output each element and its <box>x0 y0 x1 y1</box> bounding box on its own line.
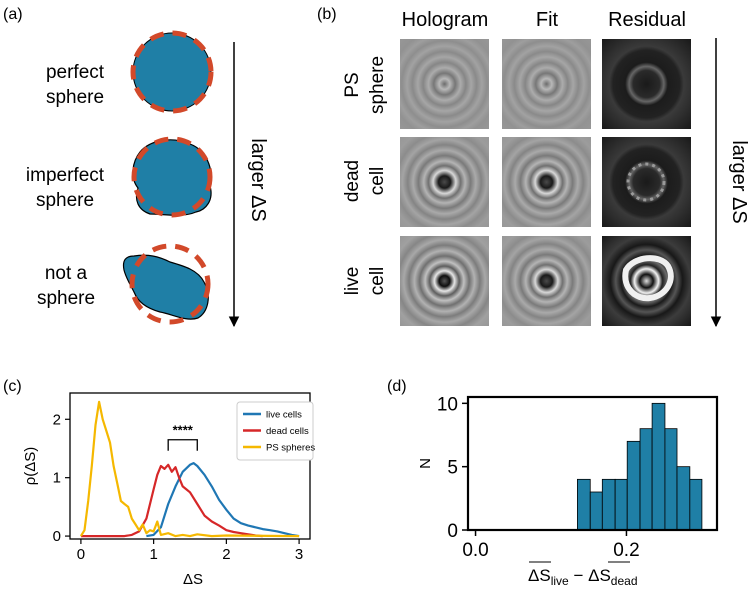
plot-frame-d <box>466 395 719 532</box>
histogram-bar <box>577 478 591 531</box>
row-a2-line1: imperfect <box>26 165 105 186</box>
row-b1-line2: sphere <box>367 56 388 114</box>
column-header-hologram: Hologram <box>402 9 489 31</box>
histogram-bar <box>651 402 666 531</box>
significance-bracket <box>167 439 198 451</box>
significance-label: **** <box>173 423 194 438</box>
not-a-sphere-shape <box>122 243 211 325</box>
fit-live-cell-image <box>502 236 591 326</box>
x-tick-label: 0.0 <box>462 540 488 561</box>
legend-box <box>236 401 314 461</box>
row-b1-line1: PS <box>342 72 363 97</box>
x-tick-label: 0.2 <box>613 540 639 561</box>
y-tick-label: 10 <box>437 394 458 415</box>
panel-a-arrow-label: larger ΔS <box>247 138 269 221</box>
histogram-bar <box>676 466 691 531</box>
row-b2-line2: cell <box>367 167 388 196</box>
histogram-bar <box>664 428 678 531</box>
x-tick-label: 1 <box>149 546 157 563</box>
row-a2-line2: sphere <box>36 190 94 211</box>
hologram-live-cell-image <box>400 236 489 326</box>
x-tick-label: 3 <box>295 546 303 563</box>
row-a1-line1: perfect <box>46 62 105 83</box>
residual-ps-sphere-image <box>602 39 691 129</box>
row-a3-line2: sphere <box>37 288 95 309</box>
x-axis-label: ΔSlive − ΔSdead <box>528 566 638 588</box>
row-b3-line1: live <box>342 267 363 296</box>
hologram-ps-sphere-image <box>400 39 489 129</box>
y-axis-label: N <box>417 458 434 469</box>
x-tick-label: 0 <box>77 546 85 563</box>
panel-d-label: (d) <box>387 378 407 395</box>
histogram-bar <box>639 428 653 531</box>
plot-frame-c <box>69 392 311 540</box>
residual-dead-cell-image <box>602 137 691 227</box>
row-b2-line1: dead <box>342 160 363 202</box>
histogram-chart: 0.0 0.2 0 5 10N ΔSlive − ΔSdead <box>417 394 719 588</box>
x-tick-label: 2 <box>222 546 230 563</box>
hologram-dead-cell-image <box>400 137 489 227</box>
residual-live-cell-image <box>602 236 691 326</box>
x-axis-label: ΔS <box>183 571 203 588</box>
y-tick-label: 0 <box>447 521 458 542</box>
column-header-residual: Residual <box>608 9 686 31</box>
series-line-dead-cells <box>80 463 263 538</box>
fit-ps-sphere-image <box>502 39 591 129</box>
histogram-bar <box>601 478 616 531</box>
y-tick-label: 0 <box>53 528 61 545</box>
series-line-live-cells <box>146 462 300 538</box>
panel-a-label: (a) <box>3 6 23 23</box>
series-line-ps-spheres <box>79 400 300 538</box>
imperfect-sphere-shape <box>131 136 213 218</box>
histogram-bar <box>689 478 703 531</box>
legend-entry: live cells <box>266 410 302 421</box>
panel-b-label: (b) <box>317 6 337 23</box>
panel-b-arrow-label: larger ΔS <box>728 140 749 223</box>
fit-dead-cell-image <box>502 137 591 227</box>
y-tick-label: 5 <box>447 458 458 479</box>
y-axis-label: ρ(ΔS) <box>22 447 39 486</box>
histogram-bar <box>626 440 641 531</box>
histogram-bar <box>589 491 603 531</box>
row-a3-line1: not a <box>45 263 88 284</box>
legend-entry: PS spheres <box>266 443 315 454</box>
histogram-bar <box>614 478 628 531</box>
y-tick-label: 1 <box>53 470 61 487</box>
row-b3-line2: cell <box>367 267 388 296</box>
y-tick-label: 2 <box>53 411 61 428</box>
row-a1-line2: sphere <box>46 87 104 108</box>
legend-entry: dead cells <box>266 426 309 437</box>
panel-c-label: (c) <box>3 378 22 395</box>
density-chart: 0 1 2 3 0 1 2ΔS ρ(ΔS) **** live cells dead cellsPS… <box>22 392 315 588</box>
column-header-fit: Fit <box>536 9 559 31</box>
perfect-sphere-shape <box>130 30 214 114</box>
